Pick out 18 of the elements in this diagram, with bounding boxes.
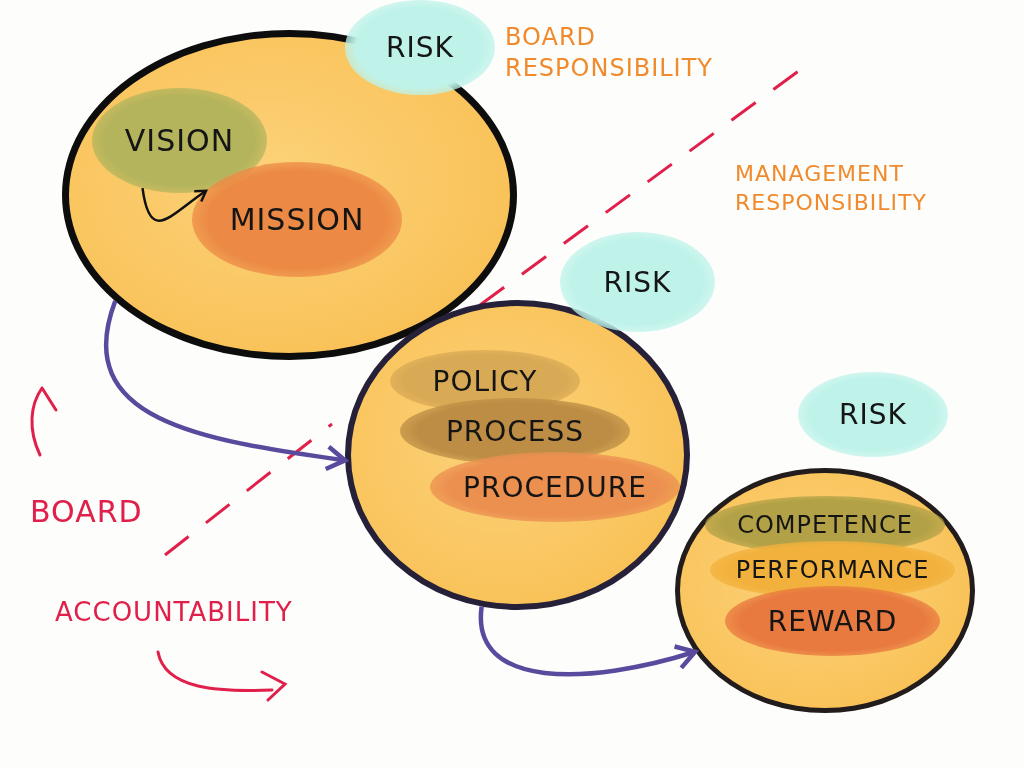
node-label: REWARD [767,604,898,638]
arrow [104,300,348,472]
arrow [141,187,208,222]
node-label: POLICY [432,364,538,398]
node-label: PERFORMANCE [735,556,930,584]
node-label: PROCEDURE [463,470,647,504]
annotation-text: BOARD RESPONSIBILITY [505,22,714,85]
annotation-text: MANAGEMENT RESPONSIBILITY [735,160,928,217]
node-label: RISK [839,398,907,431]
node-label: PROCESS [445,414,585,448]
node-label: MISSION [229,202,365,237]
annotation-text: BOARD [30,493,144,531]
node-label: RISK [386,31,454,64]
node-label: VISION [124,123,235,158]
arrow [479,606,698,677]
node-label: RISK [603,265,672,299]
annotation-text: ACCOUNTABILITY [55,596,294,629]
node-label: COMPETENCE [737,511,913,539]
